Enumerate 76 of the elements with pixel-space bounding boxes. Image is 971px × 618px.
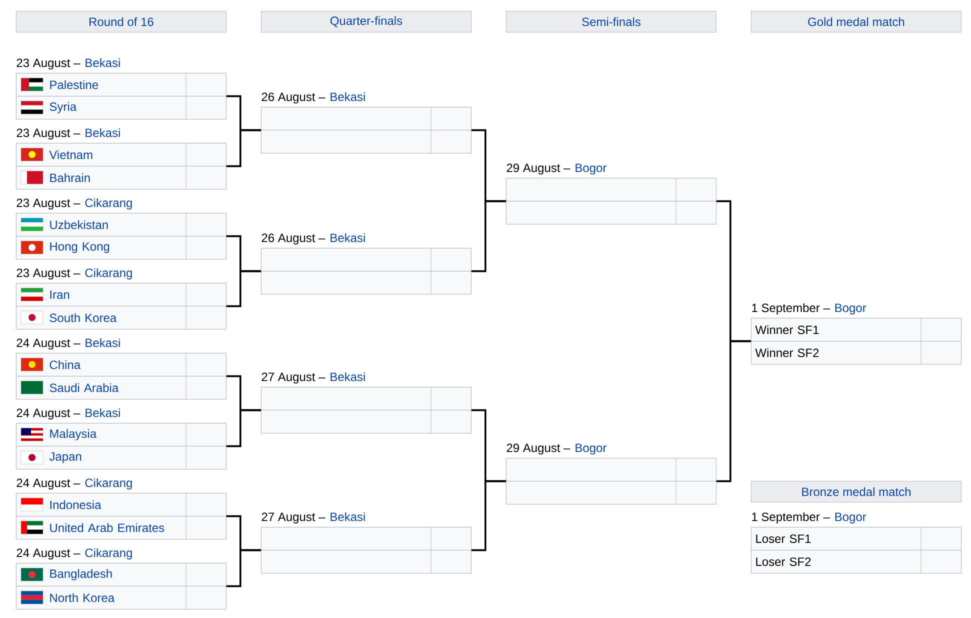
empty-row [261,526,472,550]
empty-row [261,550,472,574]
bracket-line [226,409,261,448]
bracket-line [471,480,506,552]
date-label: 23 August – [16,58,80,70]
team-row: South Korea [16,306,226,330]
empty-row [506,200,716,224]
empty-row [261,410,472,434]
venue-link: Cikarang [85,548,132,560]
team-row: North Korea [16,586,226,610]
empty-row [506,458,716,482]
date-label: 1 September – [752,303,830,314]
date-label: 27 August – [262,372,326,384]
empty-row [261,248,472,272]
date-label: 27 August – [262,512,326,524]
team-row: Malaysia [16,422,226,446]
team-row: Palestine [16,72,226,96]
venue-link: Bogor [576,164,606,174]
team-row: Bahrain [16,166,226,190]
empty-row [261,386,472,410]
header-box: Quarter-finals [261,11,472,32]
venue-link: Bekasi [330,92,365,102]
date-label: 23 August – [16,268,80,280]
header-box: Semi-finals [506,11,716,32]
bracket-line [226,549,261,588]
date-label: 26 August – [262,92,326,104]
team-row: Uzbekistan [16,212,226,236]
team-row: Japan [16,446,226,470]
date-label: 29 August – [506,444,570,454]
date-label: 1 September – [752,512,830,524]
bracket-line [471,200,506,272]
team-row: Bangladesh [16,562,226,586]
date-label: 23 August – [16,198,80,210]
team-row: Loser SF1 [751,526,962,550]
venue-link: Bogor [576,444,606,454]
date-label: 23 August – [16,128,80,140]
venue-link: Bogor [835,512,866,524]
venue-link: Bekasi [86,408,120,418]
header-box: Gold medal match [751,11,962,32]
team-row: Iran [16,282,226,306]
date-label: 24 August – [16,478,80,490]
team-row: Loser SF2 [751,550,962,574]
header-box: Round of 16 [16,11,226,32]
team-row: Hong Kong [16,236,226,260]
date-label: 26 August – [262,234,326,244]
empty-row [261,130,472,154]
team-row: Syria [16,96,226,120]
venue-link: Cikarang [85,268,132,280]
venue-link: Bogor [835,304,866,314]
team-row: Vietnam [16,142,226,166]
venue-link: Bekasi [330,372,365,382]
venue-link: Bekasi [86,58,120,68]
empty-row [506,480,716,504]
bracket-line [716,340,751,482]
empty-row [506,178,716,202]
team-row: Indonesia [16,492,226,516]
venue-link: Cikarang [85,478,132,490]
team-row: China [16,352,226,376]
date-label: 24 August – [16,338,80,350]
date-label: 29 August – [506,164,570,174]
venue-link: Bekasi [86,128,120,138]
header-box: Bronze medal match [751,481,962,502]
venue-link: Cikarang [85,198,132,210]
team-row: Winner SF2 [751,340,962,364]
venue-link: Bekasi [330,512,365,522]
bracket-line [226,129,261,168]
team-row: Saudi Arabia [16,376,226,400]
team-row: Winner SF1 [751,318,962,342]
empty-row [261,106,472,130]
venue-link: Bekasi [86,338,120,348]
bracket-line [226,270,261,308]
venue-link: Bekasi [330,233,365,242]
team-row: United Arab Emirates [16,516,226,540]
empty-row [261,270,472,294]
date-label: 24 August – [16,548,80,560]
date-label: 24 August – [16,408,80,420]
